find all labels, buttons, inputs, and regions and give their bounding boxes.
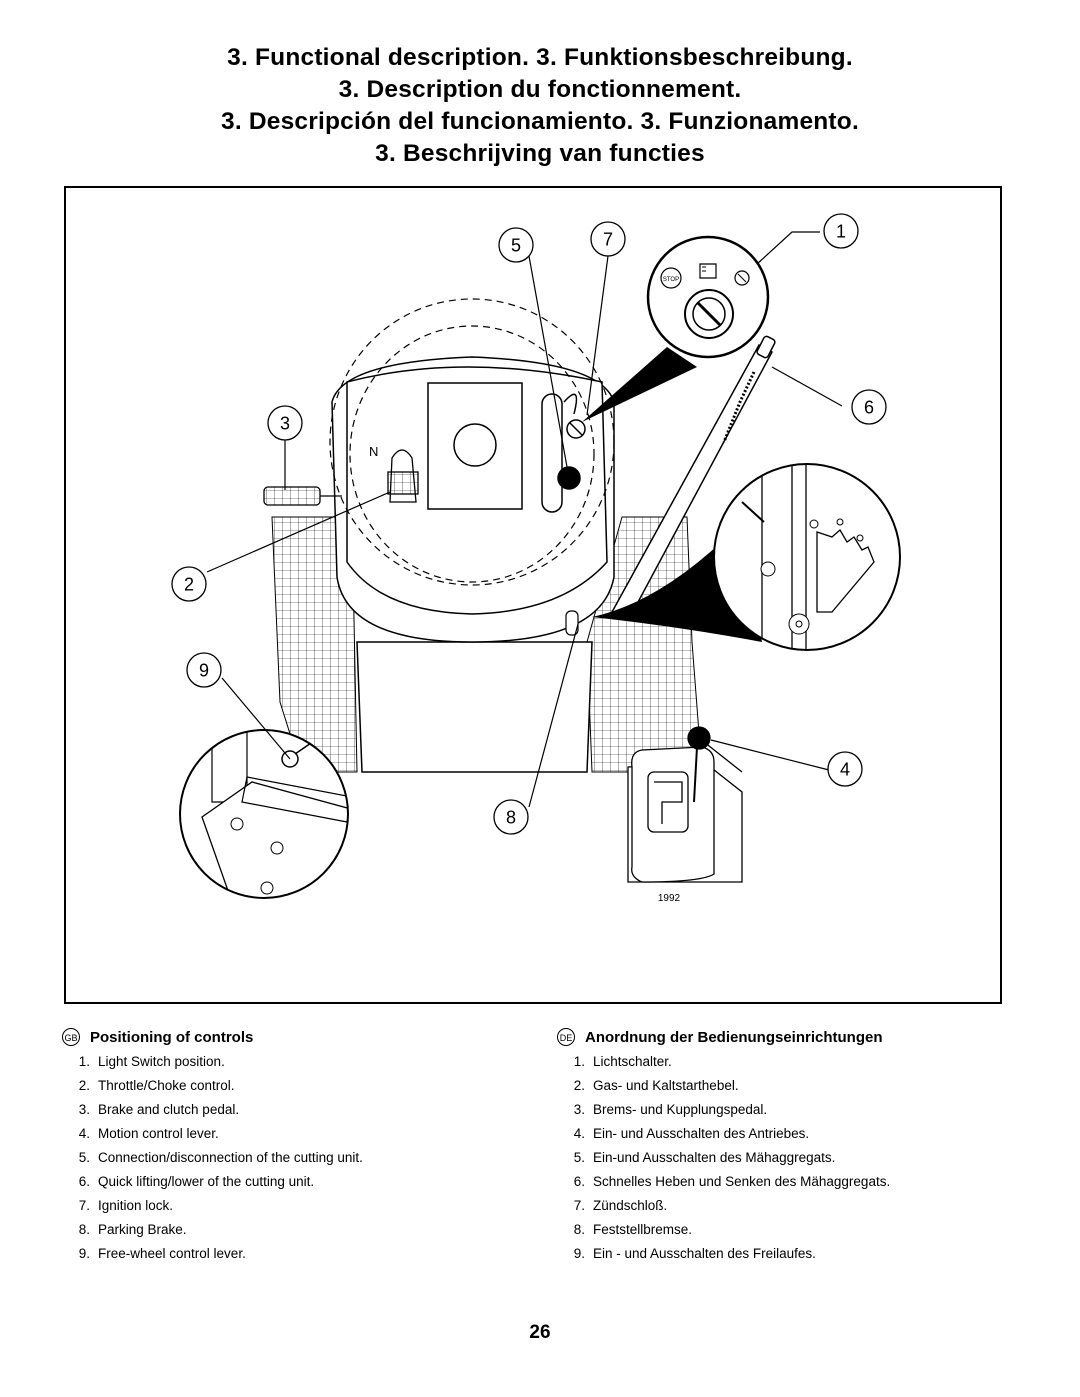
svg-text:9: 9 xyxy=(199,661,209,681)
list-item: 7.Ignition lock. xyxy=(78,1198,174,1213)
controls-diagram: N STOP xyxy=(64,186,1002,1004)
language-badge-gb: GB xyxy=(62,1028,80,1046)
list-item: 1.Light Switch position. xyxy=(78,1054,225,1069)
leader-lines xyxy=(206,231,843,808)
title-line-3: 3. Descripción del funcionamiento. 3. Fu… xyxy=(221,108,859,135)
callout-5: 5 xyxy=(498,227,534,263)
cutting-unit-lever xyxy=(541,393,586,513)
callout-6: 6 xyxy=(851,389,887,425)
throttle-knob xyxy=(387,449,419,503)
list-item: 9.Ein - und Ausschalten des Freilaufes. xyxy=(573,1246,816,1261)
lift-lever-detail-border xyxy=(713,463,901,651)
svg-text:5: 5 xyxy=(511,236,521,256)
list-item: 8.Parking Brake. xyxy=(78,1222,187,1237)
list-item: 7.Zündschloß. xyxy=(573,1198,668,1213)
list-item: 8.Feststellbremse. xyxy=(573,1222,693,1237)
list-item: 2.Throttle/Choke control. xyxy=(78,1078,235,1093)
callout-3: 3 xyxy=(267,405,303,441)
callout-7: 7 xyxy=(590,221,626,257)
tractor-controls-illustration: N STOP xyxy=(171,213,901,904)
list-item: 3.Brems- und Kupplungspedal. xyxy=(573,1102,768,1117)
title-line-2: 3. Description du fonctionnement. xyxy=(338,76,742,103)
stop-label: STOP xyxy=(663,277,679,283)
brake-pedal xyxy=(263,486,342,506)
ignition-panel-detail: STOP xyxy=(646,235,770,359)
list-item: 2.Gas- und Kaltstarthebel. xyxy=(573,1078,739,1093)
callout-4: 4 xyxy=(827,751,863,787)
callout-2: 2 xyxy=(171,566,207,602)
engine-icon xyxy=(737,273,747,283)
figure-code: 1992 xyxy=(658,893,681,904)
svg-text:2: 2 xyxy=(184,575,194,595)
title-line-4: 3. Beschrijving van functies xyxy=(375,140,705,167)
list-item: 6.Schnelles Heben und Senken des Mähaggr… xyxy=(573,1174,891,1189)
language-badge-de: DE xyxy=(557,1028,575,1046)
center-console xyxy=(331,356,615,773)
callout-9: 9 xyxy=(186,652,222,688)
list-item: 5.Ein-und Ausschalten des Mähaggregats. xyxy=(573,1150,836,1165)
svg-text:4: 4 xyxy=(840,760,850,780)
list-item: 3.Brake and clutch pedal. xyxy=(78,1102,240,1117)
ignition-detail-pointer xyxy=(582,347,697,422)
svg-text:3: 3 xyxy=(280,414,290,434)
svg-text:8: 8 xyxy=(506,808,516,828)
legend-german: DE Anordnung der Bedienungseinrichtungen… xyxy=(557,1026,1017,1266)
list-item: 5.Connection/disconnection of the cuttin… xyxy=(78,1150,363,1165)
freewheel-detail-border xyxy=(179,729,349,899)
parking-brake-handle xyxy=(565,610,579,636)
legend-english: GB Positioning of controls 1.Light Switc… xyxy=(62,1026,532,1266)
list-item: 4.Motion control lever. xyxy=(78,1126,219,1141)
legend-title-gb: Positioning of controls xyxy=(90,1028,254,1046)
svg-text:1: 1 xyxy=(836,222,846,242)
legend-title-de: Anordnung der Bedienungseinrichtungen xyxy=(585,1028,883,1046)
legend-list-de: 1.Lichtschalter. 2.Gas- und Kaltstartheb… xyxy=(557,1050,1017,1266)
callout-8: 8 xyxy=(493,799,529,835)
motion-control-gate xyxy=(627,726,743,883)
lift-lever-detail xyxy=(714,464,900,650)
page-number: 26 xyxy=(529,1322,551,1343)
page-titles: 3. Functional description. 3. Funktionsb… xyxy=(0,42,1080,170)
list-item: 6.Quick lifting/lower of the cutting uni… xyxy=(78,1174,315,1189)
freewheel-detail xyxy=(180,730,348,898)
list-item: 9.Free-wheel control lever. xyxy=(78,1246,246,1261)
legend-list-gb: 1.Light Switch position. 2.Throttle/Chok… xyxy=(62,1050,532,1266)
list-item: 4.Ein- und Ausschalten des Antriebes. xyxy=(573,1126,810,1141)
light-icon xyxy=(702,266,706,272)
title-line-1: 3. Functional description. 3. Funktionsb… xyxy=(227,44,853,71)
neutral-mark: N xyxy=(369,444,378,459)
seat-outline xyxy=(329,298,615,586)
svg-text:6: 6 xyxy=(864,398,874,418)
callout-1: 1 xyxy=(823,213,859,249)
svg-text:7: 7 xyxy=(603,230,613,250)
list-item: 1.Lichtschalter. xyxy=(573,1054,672,1069)
